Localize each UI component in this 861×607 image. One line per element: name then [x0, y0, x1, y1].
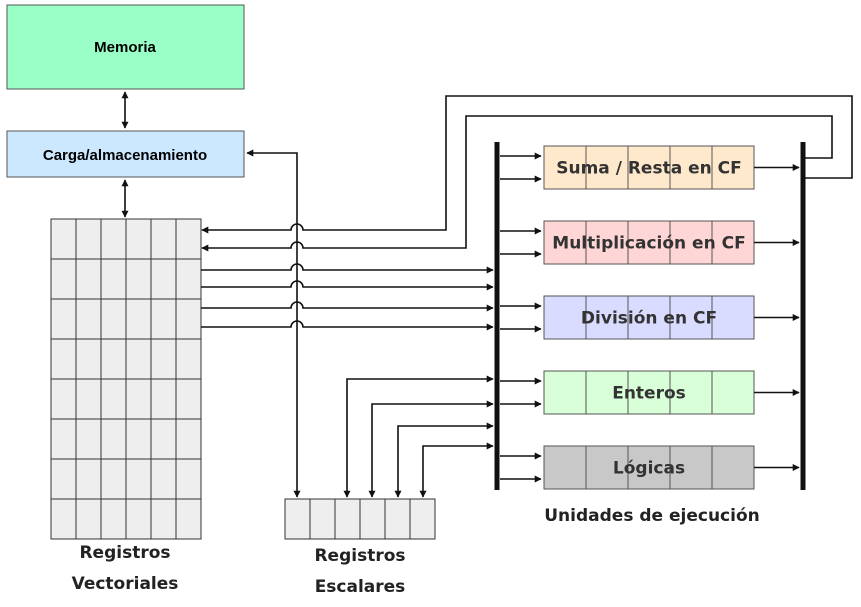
- vector-register-cell: [125, 378, 152, 420]
- execution-unit: Suma / Resta en CF: [500, 145, 800, 190]
- vector-register-cell: [75, 218, 102, 260]
- scalar-register-cell: [359, 498, 386, 540]
- feedback-lines: [201, 95, 853, 252]
- scalar-line-2: [368, 400, 494, 498]
- vector-register-cell: [125, 458, 152, 500]
- execution-units: Suma / Resta en CF Multiplicación en CF Di…: [500, 145, 800, 490]
- scalar-register-cell: [409, 498, 436, 540]
- load-store-label: Carga/almacenamiento: [43, 147, 207, 164]
- vector-register-cell: [150, 458, 177, 500]
- vector-register-cell: [75, 258, 102, 300]
- execution-unit-label: Lógicas: [613, 459, 685, 479]
- scalar-register-cell: [334, 498, 361, 540]
- vector-register-cell: [150, 258, 177, 300]
- vector-register-cell: [125, 298, 152, 340]
- execution-unit-label: Suma / Resta en CF: [556, 159, 741, 179]
- loadstore-scalar-connection: [246, 149, 301, 498]
- scalar-line-1: [343, 375, 494, 498]
- scalar-registers-caption-line2: Escalares: [315, 577, 406, 597]
- feedback-line-outer: [201, 95, 853, 234]
- feedback-line-inner: [201, 115, 833, 252]
- vector-register-cell: [175, 218, 202, 260]
- vector-register-cell: [50, 258, 77, 300]
- vector-register-cell: [125, 418, 152, 460]
- vector-register-cell: [50, 458, 77, 500]
- vector-register-cell: [175, 338, 202, 380]
- vector-out-line-2: [201, 280, 494, 291]
- execution-unit: Lógicas: [500, 445, 800, 490]
- vector-register-cell: [50, 418, 77, 460]
- execution-unit-box: [543, 370, 755, 415]
- vector-register-cell: [75, 458, 102, 500]
- vector-register-cell: [75, 298, 102, 340]
- vector-register-cell: [100, 458, 127, 500]
- vector-register-cell: [50, 338, 77, 380]
- execution-unit: Multiplicación en CF: [500, 220, 800, 265]
- execution-unit-label: Enteros: [612, 384, 686, 404]
- vector-register-cell: [75, 378, 102, 420]
- vector-register-cell: [50, 498, 77, 540]
- scalar-registers-caption-line1: Registros: [314, 546, 405, 566]
- vector-out-line-4: [201, 320, 494, 331]
- load-store-box: Carga/almacenamiento: [6, 130, 245, 178]
- vector-register-cell: [175, 418, 202, 460]
- vector-register-cell: [50, 378, 77, 420]
- execution-unit-label: División en CF: [581, 309, 717, 329]
- vector-register-cell: [100, 498, 127, 540]
- vector-register-cell: [125, 218, 152, 260]
- vector-register-cell: [150, 338, 177, 380]
- vector-register-cell: [150, 418, 177, 460]
- vector-registers-caption-line2: Vectoriales: [72, 574, 179, 594]
- memory-box: Memoria: [6, 4, 245, 90]
- vector-register-cell: [100, 298, 127, 340]
- vector-register-cell: [175, 498, 202, 540]
- vector-register-cell: [150, 298, 177, 340]
- vector-register-cell: [175, 458, 202, 500]
- scalar-register-cell: [284, 498, 311, 540]
- vector-register-cell: [100, 338, 127, 380]
- vector-register-cell: [100, 378, 127, 420]
- vector-register-cell: [150, 498, 177, 540]
- vector-register-cell: [150, 378, 177, 420]
- execution-unit-box: [543, 445, 755, 490]
- vector-register-grid: [50, 218, 202, 540]
- scalar-register-grid: [284, 498, 436, 540]
- vector-register-cell: [175, 258, 202, 300]
- vector-register-cell: [175, 378, 202, 420]
- scalar-register-cell: [309, 498, 336, 540]
- vector-to-bus-lines: [201, 263, 494, 331]
- vector-register-cell: [175, 298, 202, 340]
- vector-out-line-3: [201, 301, 494, 312]
- vector-register-cell: [100, 218, 127, 260]
- scalar-register-cell: [384, 498, 411, 540]
- vector-register-cell: [125, 338, 152, 380]
- execution-unit: Enteros: [500, 370, 800, 415]
- vector-out-line-1: [201, 263, 494, 274]
- execution-unit: División en CF: [500, 295, 800, 340]
- scalar-to-bus-lines: [343, 375, 494, 498]
- vector-register-cell: [50, 298, 77, 340]
- vector-register-cell: [125, 498, 152, 540]
- vector-register-cell: [100, 418, 127, 460]
- vector-register-cell: [75, 418, 102, 460]
- vector-register-cell: [150, 218, 177, 260]
- vector-register-cell: [100, 258, 127, 300]
- execution-unit-box: [543, 220, 755, 265]
- vector-register-cell: [125, 258, 152, 300]
- execution-units-caption: Unidades de ejecución: [544, 506, 759, 526]
- vector-register-cell: [75, 498, 102, 540]
- vector-registers-caption-line1: Registros: [79, 543, 170, 563]
- vector-register-cell: [75, 338, 102, 380]
- memory-label: Memoria: [94, 39, 156, 56]
- vector-register-cell: [50, 218, 77, 260]
- scalar-line-4: [419, 442, 494, 498]
- execution-unit-label: Multiplicación en CF: [552, 234, 745, 254]
- scalar-line-3: [394, 422, 494, 498]
